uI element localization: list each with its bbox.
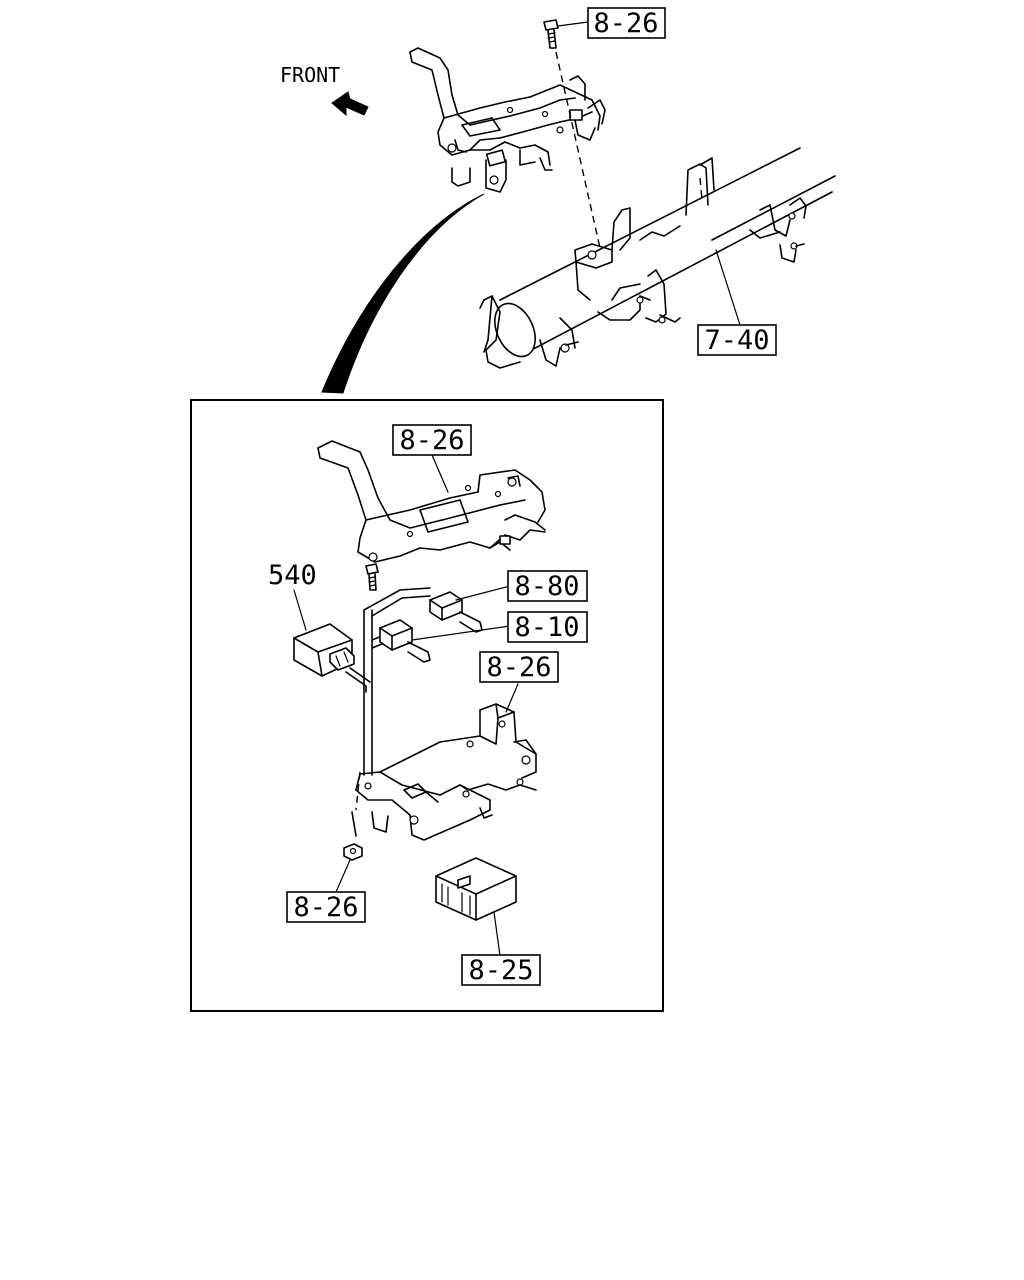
connector-b-icon: [379, 619, 431, 663]
top-bolt-icon: [543, 19, 559, 49]
wiring-harness: [363, 587, 431, 776]
detail-pointer-arrow: [321, 193, 485, 394]
callout-nut-text: 8-26: [293, 892, 358, 923]
callout-top-bolt: 8-26: [587, 7, 666, 39]
callout-relay: 8-25: [461, 954, 541, 986]
callout-crossmember-text: 7-40: [704, 325, 769, 356]
control-unit-540: [293, 623, 371, 693]
callout-crossmember: 7-40: [697, 324, 777, 356]
callout-connector-a: 8-80: [507, 570, 588, 602]
callout-relay-text: 8-25: [468, 955, 533, 986]
callout-top-bolt-text: 8-26: [593, 8, 658, 39]
detail-frame: [190, 399, 664, 1012]
relay-icon: [435, 857, 517, 921]
callout-bracket-upper: 8-26: [392, 424, 472, 456]
front-arrow-icon: [331, 91, 369, 117]
connector-a-icon: [429, 591, 483, 633]
detail-upper-bracket: [317, 440, 546, 563]
callout-bracket-lower-text: 8-26: [486, 652, 551, 683]
callout-control-unit-text: 540: [268, 560, 317, 591]
detail-lower-bracket: [355, 703, 537, 841]
callout-bracket-lower: 8-26: [479, 651, 559, 683]
crossmember-beam: [479, 147, 836, 369]
detail-nut-icon: [343, 843, 363, 861]
callout-connector-b: 8-10: [507, 611, 588, 643]
callout-connector-a-text: 8-80: [514, 571, 579, 602]
front-label: FRONT: [280, 63, 340, 87]
callout-bracket-upper-text: 8-26: [399, 425, 464, 456]
callout-nut: 8-26: [286, 891, 366, 923]
upper-bracket-assembly: [409, 47, 606, 193]
callout-connector-b-text: 8-10: [514, 612, 579, 643]
detail-screw-icon: [365, 563, 379, 591]
